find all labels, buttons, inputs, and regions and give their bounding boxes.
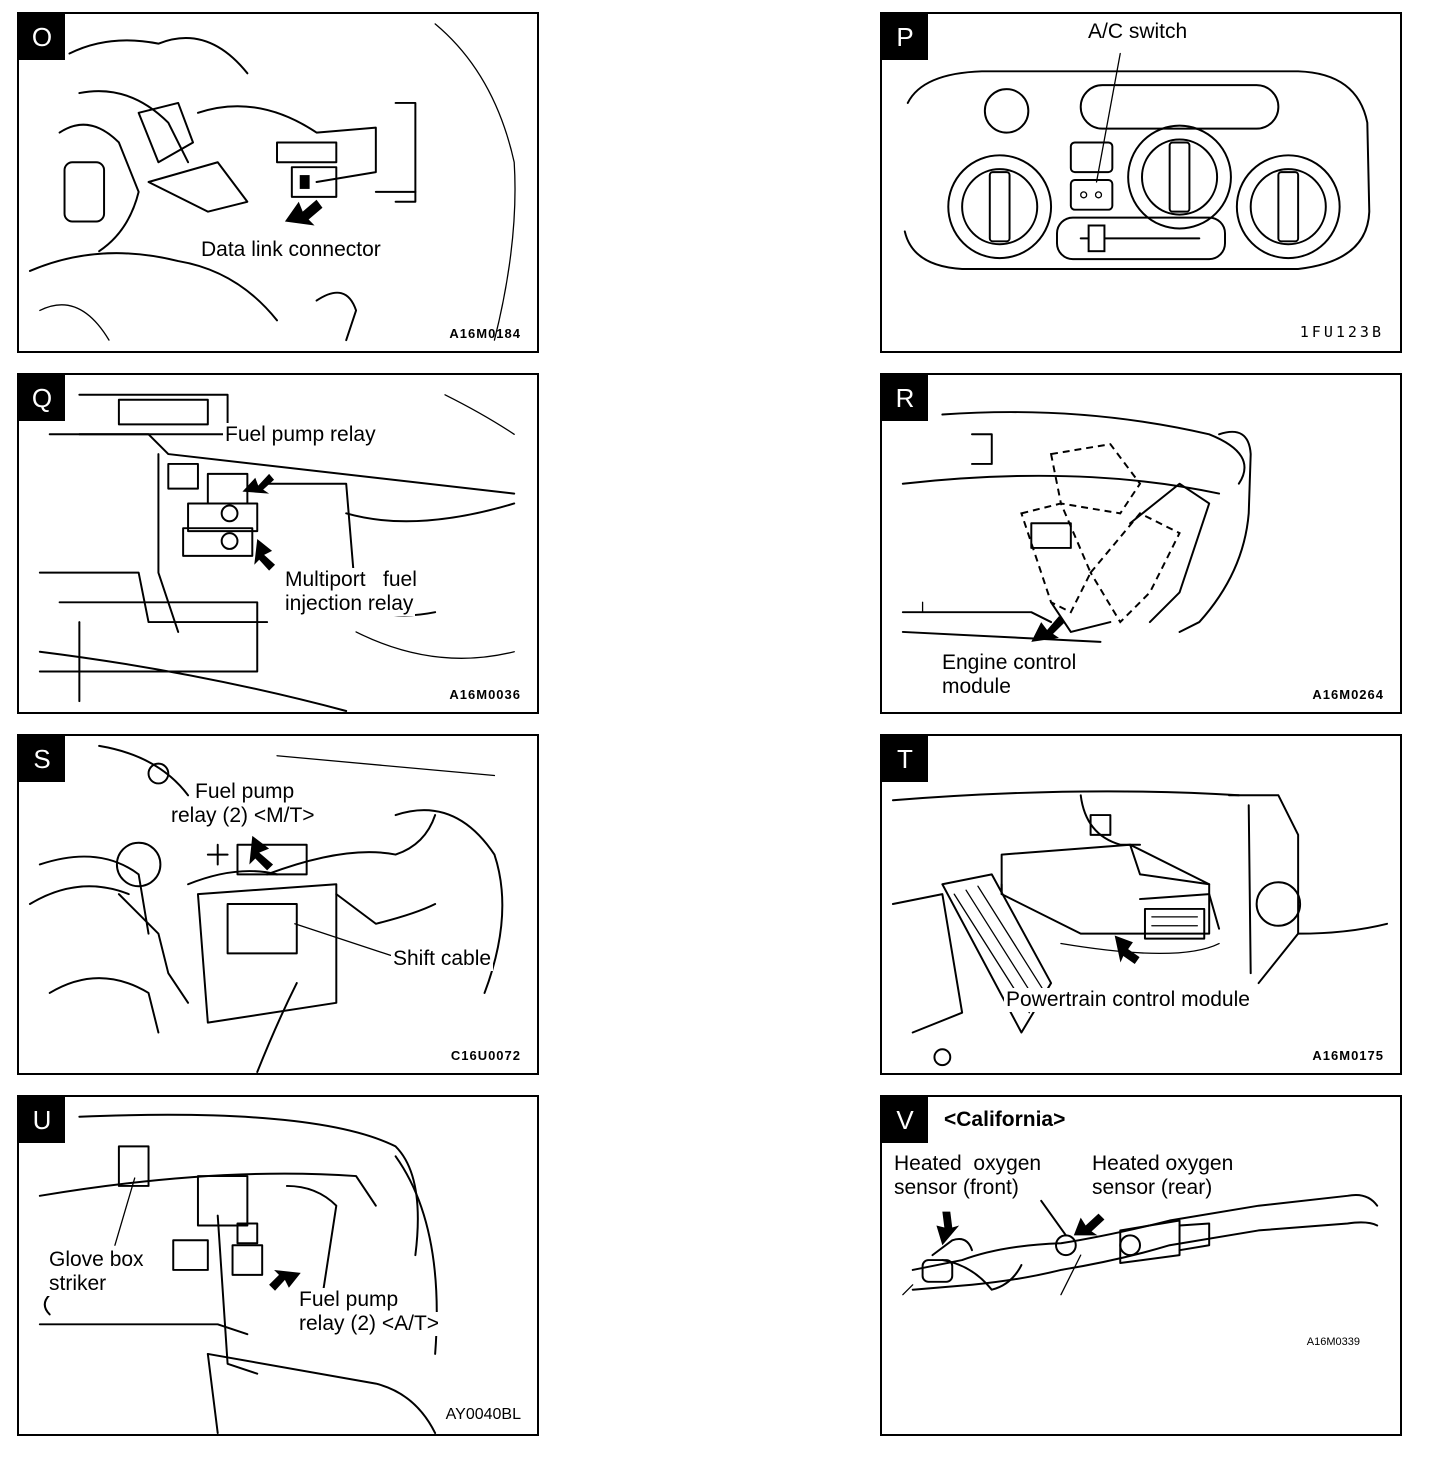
- label-multiport-fuel: Multiport fuel: [283, 568, 419, 592]
- figure-code: AY0040BL: [445, 1406, 521, 1423]
- panel-u: U Glove box striker Fuel pump relay (2) …: [17, 1095, 539, 1436]
- panel-t: T Powertrain control module A16M0175: [880, 734, 1402, 1075]
- diagram-r-illustration: [901, 411, 1252, 643]
- diagram-u-illustration: [38, 1113, 438, 1434]
- label-heated-oxygen-rear-1: Heated oxygen: [1090, 1152, 1236, 1176]
- panel-v: V <California> Heated oxygen sensor (fro…: [880, 1095, 1402, 1436]
- label-shift-cable: Shift cable: [391, 947, 494, 971]
- label-glove-box: Glove box: [47, 1248, 146, 1272]
- label-striker: striker: [47, 1272, 109, 1296]
- diagram-t-illustration: [891, 790, 1389, 1067]
- figure-code: A16M0184: [449, 326, 521, 341]
- label-fuel-pump-u: Fuel pump: [297, 1288, 401, 1312]
- diagram-p-illustration: [903, 52, 1371, 270]
- panel-letter: Q: [19, 375, 65, 421]
- panel-letter: O: [19, 14, 65, 60]
- label-injection-relay: injection relay: [283, 592, 416, 616]
- figure-code: C16U0072: [450, 1048, 521, 1063]
- diagram-v-illustration: [902, 1193, 1379, 1296]
- label-ac-switch: A/C switch: [1086, 20, 1190, 44]
- panel-letter: T: [882, 736, 928, 782]
- label-relay-at: relay (2) <A/T>: [297, 1312, 442, 1336]
- label-california: <California>: [942, 1108, 1068, 1132]
- label-heated-oxygen-front-2: sensor (front): [892, 1176, 1021, 1200]
- label-powertrain-control-module: Powertrain control module: [1004, 988, 1252, 1012]
- label-heated-oxygen-front-1: Heated oxygen: [892, 1152, 1044, 1176]
- panel-letter: P: [882, 14, 928, 60]
- figure-code: A16M0264: [1312, 687, 1384, 702]
- label-heated-oxygen-rear-2: sensor (rear): [1090, 1176, 1215, 1200]
- label-fuel-pump-relay: Fuel pump relay: [223, 423, 378, 447]
- figure-code: A16M0036: [449, 687, 521, 702]
- panel-letter: S: [19, 736, 65, 782]
- panel-letter: U: [19, 1097, 65, 1143]
- label-engine-control: Engine control: [940, 651, 1079, 675]
- panel-q: Q Fuel pump relay Multiport fuel injecti…: [17, 373, 539, 714]
- figure-code: A16M0339: [1306, 1336, 1360, 1348]
- label-fuel-pump-s: Fuel pump: [193, 780, 297, 804]
- figure-code: A16M0175: [1312, 1048, 1384, 1063]
- label-data-link-connector: Data link connector: [199, 238, 383, 262]
- panel-letter: R: [882, 375, 928, 421]
- panel-s: S Fuel pump relay (2) <M/T> Shift cable …: [17, 734, 539, 1075]
- label-relay-mt: relay (2) <M/T>: [169, 804, 317, 828]
- panel-letter: V: [882, 1097, 928, 1143]
- panel-p: P A/C switch 1FU123B: [880, 12, 1402, 353]
- panel-r: R Engine control module A16M0264: [880, 373, 1402, 714]
- label-module: module: [940, 675, 1013, 699]
- figure-code: 1FU123B: [1299, 323, 1384, 341]
- diagram-o-illustration: [28, 23, 516, 342]
- panel-o: O Data link connector A16M0184: [17, 12, 539, 353]
- diagram-s-illustration: [28, 744, 504, 1073]
